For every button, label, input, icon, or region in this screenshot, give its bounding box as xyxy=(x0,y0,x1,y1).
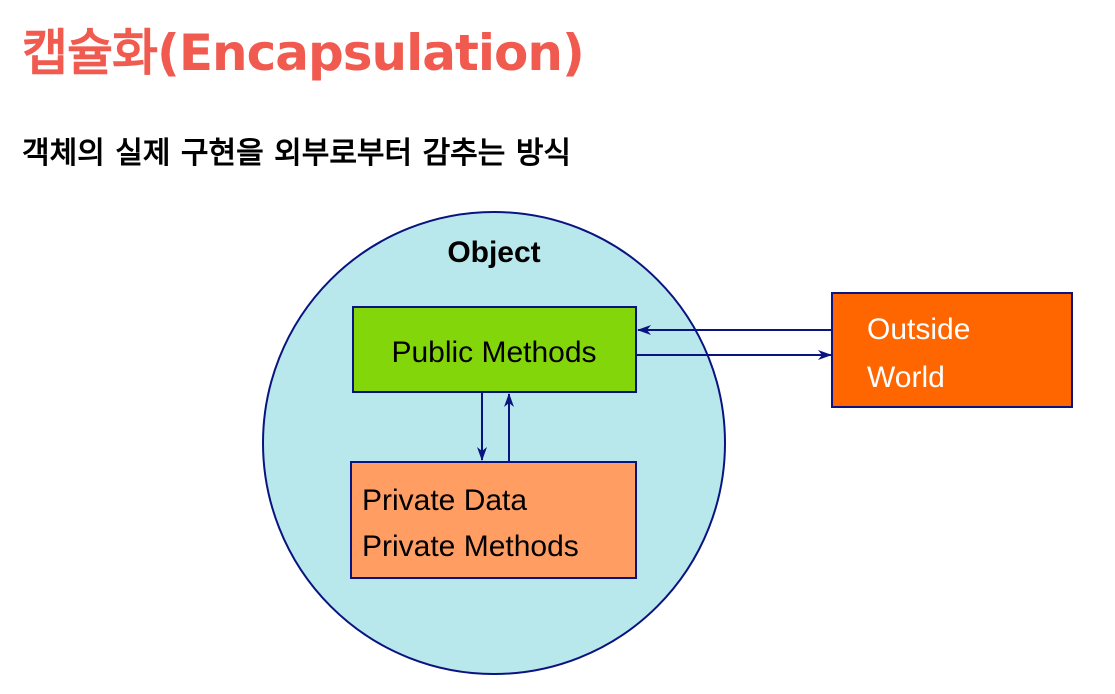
private-methods-label: Private Methods xyxy=(362,530,579,563)
public-methods-label: Public Methods xyxy=(391,336,596,369)
page-title: 캡슐화(Encapsulation) xyxy=(22,24,585,82)
page-subtitle: 객체의 실제 구현을 외부로부터 감추는 방식 xyxy=(22,136,572,171)
world-label: World xyxy=(867,361,945,394)
private-box xyxy=(350,461,637,579)
outside-world-box xyxy=(831,292,1073,408)
private-data-label: Private Data xyxy=(362,484,527,517)
outside-label: Outside xyxy=(867,313,970,346)
public-methods-box xyxy=(352,306,637,393)
object-label: Object xyxy=(447,236,540,269)
object-circle xyxy=(262,211,726,675)
